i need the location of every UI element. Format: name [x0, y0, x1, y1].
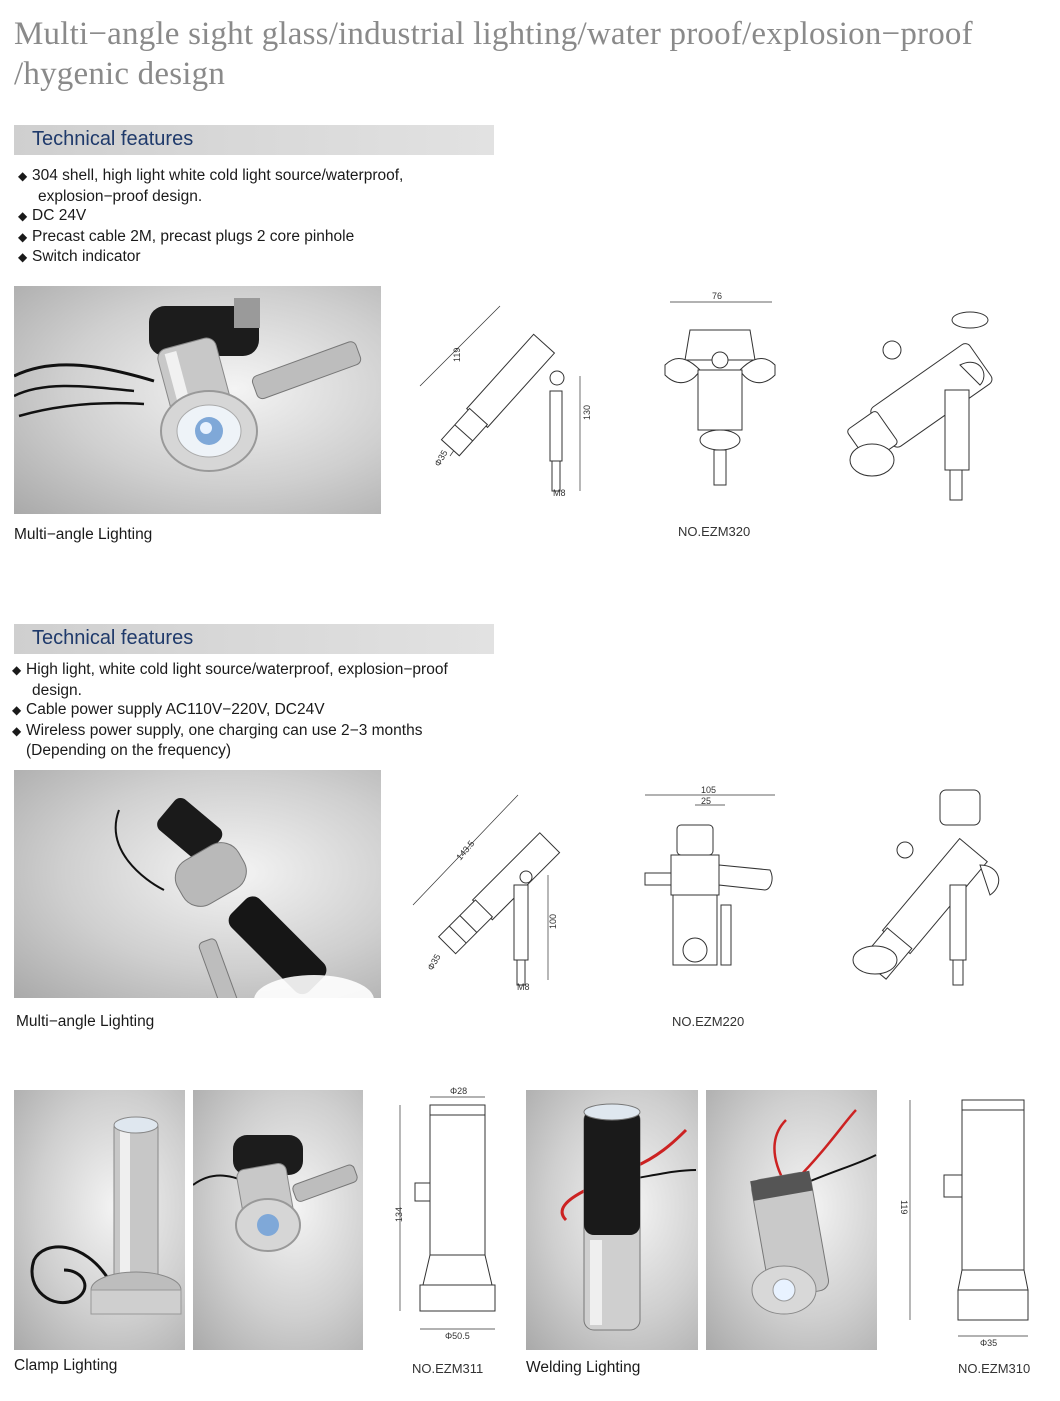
- dim-height: 134: [394, 1207, 404, 1222]
- dim-thread: M8: [517, 982, 530, 992]
- title-line-2: /hygenic design: [14, 56, 226, 92]
- dim-length: 119: [452, 348, 462, 362]
- dim-diameter: Φ35: [432, 448, 449, 468]
- drawing-side-view-ezm220: 143.5 100 Φ35 M8: [408, 785, 598, 995]
- dim-height: 119: [899, 1200, 909, 1214]
- dim-bottom-diameter: Φ50.5: [445, 1331, 470, 1341]
- dim-bottom-diameter: Φ35: [980, 1338, 997, 1348]
- photo-welding-lighting: [526, 1090, 698, 1350]
- feature-item: ◆High light, white cold light source/wat…: [12, 661, 448, 699]
- drawing-front-view-ezm220: 105 25: [635, 785, 785, 995]
- drawing-ezm311: Φ28 134 Φ50.5: [385, 1085, 510, 1350]
- caption-multi-angle-lighting-2: Multi−angle Lighting: [16, 1013, 155, 1030]
- photo-welding-lighting-front: [706, 1090, 877, 1350]
- photo-clamp-lighting: [14, 1090, 185, 1350]
- drawing-iso-view-ezm320: [830, 295, 1020, 505]
- title-line-1: Multi−angle sight glass/industrial light…: [14, 16, 973, 52]
- model-number-ezm310: NO.EZM310: [958, 1361, 1031, 1376]
- dim-height: 130: [582, 405, 592, 420]
- caption-multi-angle-lighting-1: Multi−angle Lighting: [14, 526, 153, 543]
- drawing-front-view-ezm320: 76: [660, 290, 780, 500]
- dim-height: 100: [548, 914, 558, 929]
- feature-item: ◆Switch indicator: [18, 247, 403, 268]
- dim-width: 105: [701, 785, 716, 795]
- dim-thread: M8: [553, 488, 566, 498]
- model-number-ezm220: NO.EZM220: [672, 1014, 745, 1029]
- feature-item: ◆DC 24V: [18, 206, 403, 227]
- diamond-bullet-icon: ◆: [18, 250, 28, 264]
- feature-item: ◆304 shell, high light white cold light …: [18, 167, 404, 205]
- feature-item: ◆Wireless power supply, one charging can…: [12, 721, 423, 760]
- drawing-side-view-ezm320: 119 130 Φ35 M8: [410, 296, 600, 506]
- diamond-bullet-icon: ◆: [18, 209, 28, 223]
- drawing-ezm310: 119 Φ35: [899, 1090, 1040, 1350]
- photo-multi-angle-lighting-2: [14, 770, 381, 998]
- diamond-bullet-icon: ◆: [18, 169, 28, 183]
- technical-features-heading-2: Technical features: [14, 624, 494, 654]
- model-number-ezm311: NO.EZM311: [412, 1361, 484, 1376]
- feature-item: ◆Cable power supply AC110V−220V, DC24V: [12, 700, 448, 721]
- technical-features-heading-1: Technical features: [14, 125, 494, 155]
- page-title: Multi−angle sight glass/industrial light…: [14, 14, 1014, 94]
- model-number-ezm320: NO.EZM320: [678, 524, 751, 539]
- diamond-bullet-icon: ◆: [18, 229, 28, 244]
- photo-multi-angle-lighting-1: [14, 286, 381, 514]
- drawing-iso-view-ezm220: [840, 785, 1020, 995]
- dim-width-2: 25: [701, 796, 711, 806]
- caption-welding-lighting: Welding Lighting: [526, 1359, 641, 1376]
- feature-list-2: ◆High light, white cold light source/wat…: [12, 660, 448, 761]
- feature-list-1: ◆304 shell, high light white cold light …: [18, 166, 403, 268]
- photo-clamp-lighting-side: [193, 1090, 363, 1350]
- diamond-bullet-icon: ◆: [12, 663, 22, 677]
- dim-width: 76: [712, 291, 722, 301]
- dim-diameter: Φ35: [425, 952, 442, 972]
- diamond-bullet-icon: ◆: [12, 723, 22, 738]
- caption-clamp-lighting: Clamp Lighting: [14, 1357, 118, 1374]
- diamond-bullet-icon: ◆: [12, 703, 22, 717]
- feature-item: ◆Precast cable 2M, precast plugs 2 core …: [18, 227, 403, 248]
- dim-top-diameter: Φ28: [450, 1086, 467, 1096]
